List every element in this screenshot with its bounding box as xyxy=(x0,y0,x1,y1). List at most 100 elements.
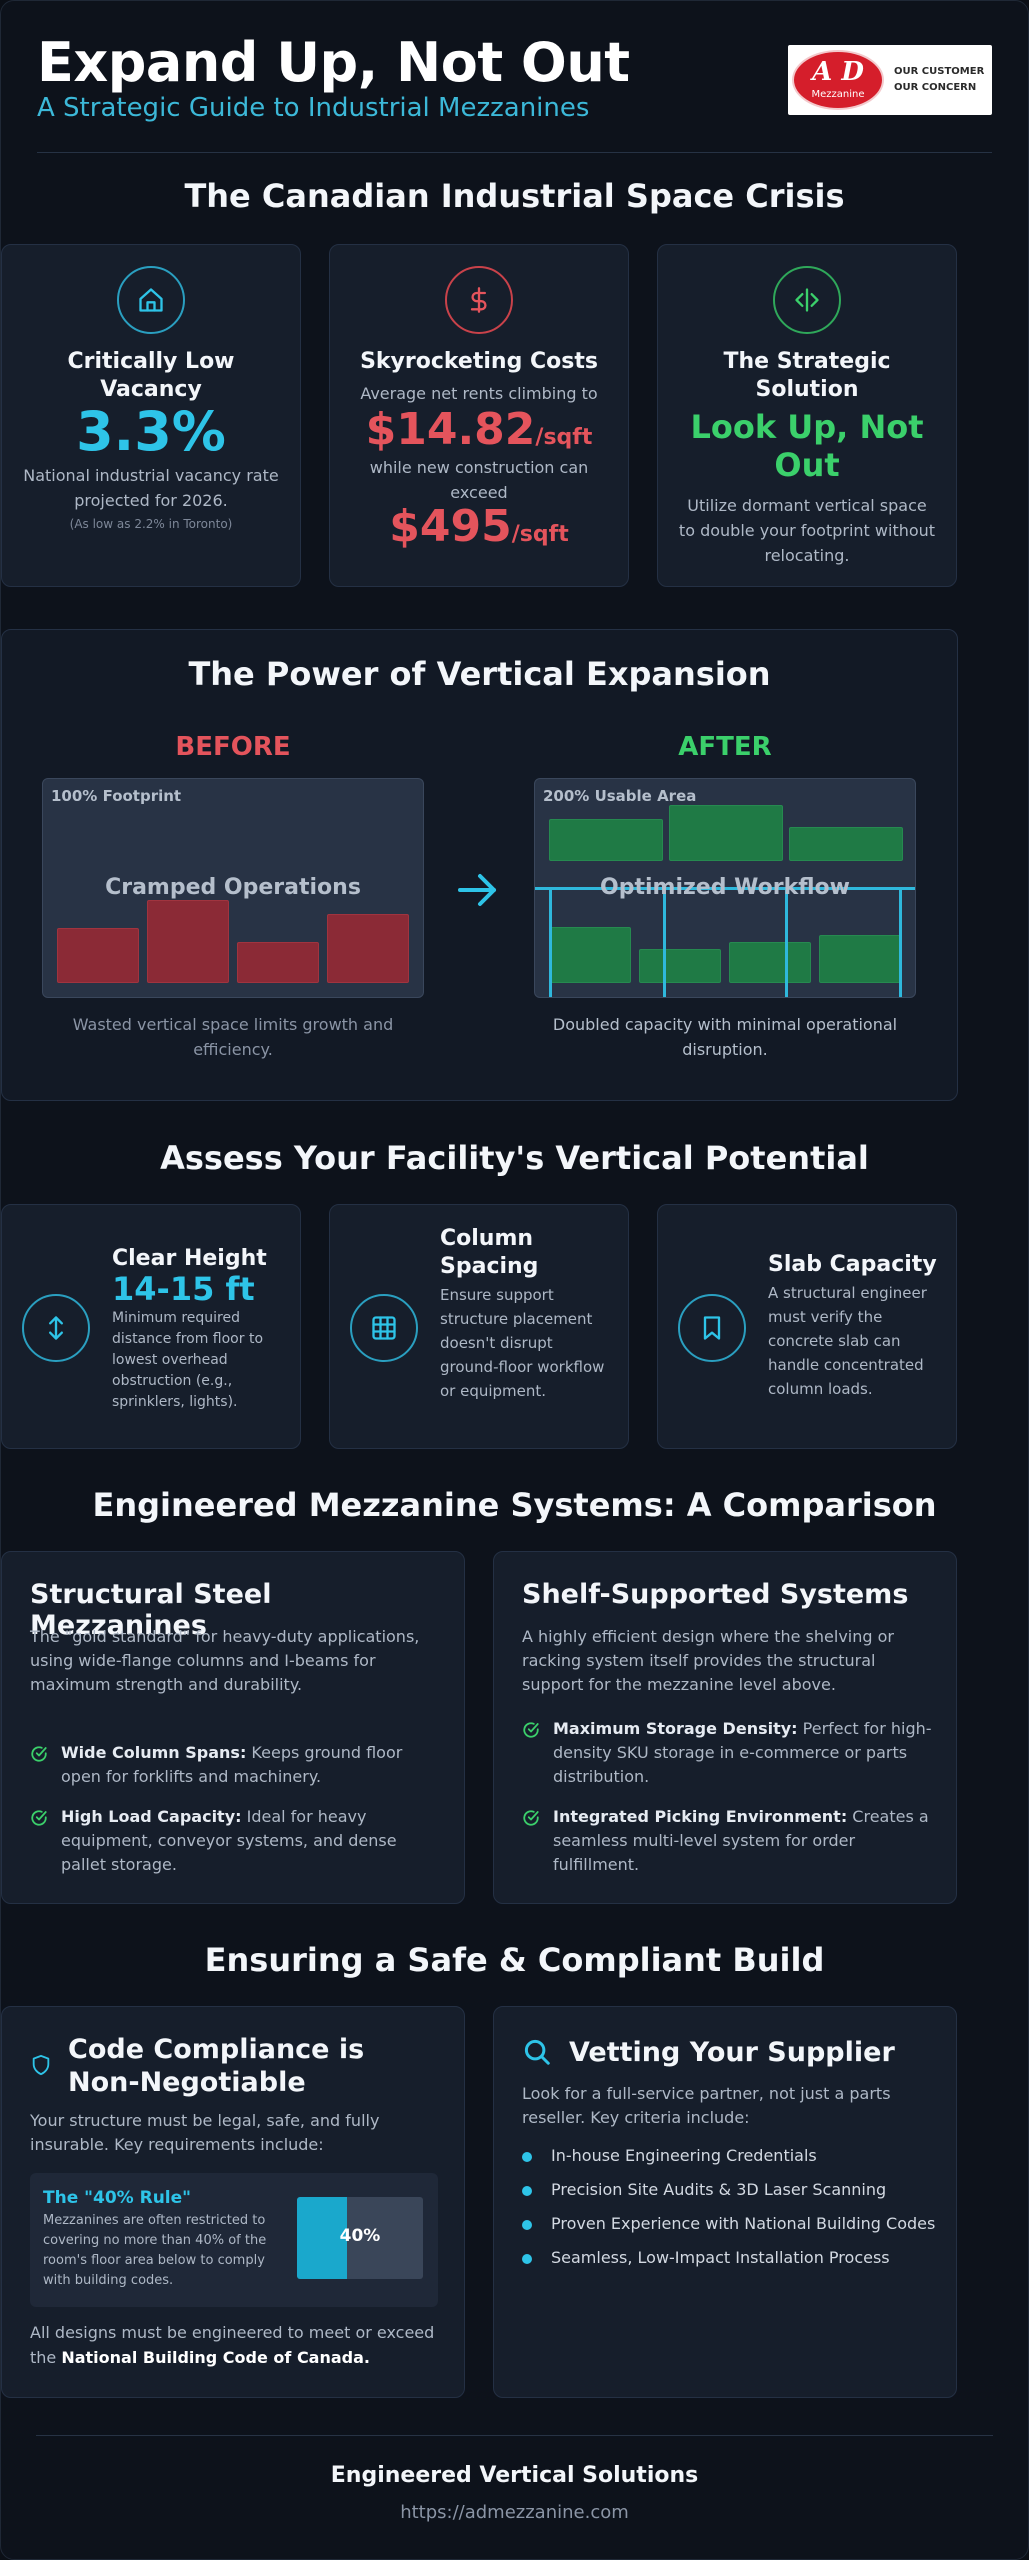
vacancy-value: 3.3% xyxy=(76,400,226,463)
home-icon xyxy=(117,266,185,334)
vacancy-title: Critically Low Vacancy xyxy=(67,349,235,402)
slab-capacity-title: Slab Capacity xyxy=(768,1252,937,1277)
column-spacing-desc: Ensure support structure placement doesn… xyxy=(440,1286,605,1400)
solution-title: The Strategic Solution xyxy=(723,349,891,402)
before-center-label: Cramped Operations xyxy=(105,875,361,900)
clear-height-title: Clear Height xyxy=(112,1246,267,1271)
coverage-bar: 40% xyxy=(297,2197,423,2279)
list-item-text: Precision Site Audits & 3D Laser Scannin… xyxy=(551,2180,887,2199)
list-item-text: Proven Experience with National Building… xyxy=(551,2214,936,2233)
slab-capacity-card: Slab Capacity A structural engineer must… xyxy=(657,1204,957,1449)
list-item: In-house Engineering Credentials xyxy=(522,2146,936,2165)
compliance-title: Code Compliance is Non-Negotiable xyxy=(68,2034,365,2098)
steel-desc: The "gold standard" for heavy-duty appli… xyxy=(30,1627,420,1694)
logo-oval: A D Mezzanine xyxy=(792,50,884,110)
code-compliance-card: Code Compliance is Non-Negotiable Your s… xyxy=(1,2006,465,2398)
coverage-bar-fill xyxy=(297,2197,348,2279)
comparison-section-title: Engineered Mezzanine Systems: A Comparis… xyxy=(92,1486,937,1524)
rent-price-value: $14.82 xyxy=(365,404,536,455)
shelf-desc: A highly efficient design where the shel… xyxy=(522,1627,894,1694)
rent-price: $14.82/sqft xyxy=(330,404,628,455)
rule-title: The "40% Rule" xyxy=(43,2188,192,2208)
assess-section-title: Assess Your Facility's Vertical Potentia… xyxy=(160,1139,869,1177)
logo-tagline-2: OUR CONCERN xyxy=(894,82,977,93)
after-tag: 200% Usable Area xyxy=(543,787,697,805)
vetting-desc: Look for a full-service partner, not jus… xyxy=(522,2084,891,2127)
costs-title: Skyrocketing Costs xyxy=(360,349,598,374)
check-circle-icon xyxy=(523,1722,539,1738)
clear-height-value: 14-15 ft xyxy=(112,1270,255,1308)
before-label: BEFORE xyxy=(175,732,291,762)
shelf-feature: Maximum Storage Density: Perfect for hig… xyxy=(522,1717,932,1789)
feature-title: Integrated Picking Environment: xyxy=(553,1807,848,1826)
feature-title: Wide Column Spans: xyxy=(61,1743,247,1762)
check-circle-icon xyxy=(31,1746,47,1762)
feature-text: Creates a seamless multi-level system fo… xyxy=(553,1807,929,1874)
feature-text: Keeps ground floor open for forklifts an… xyxy=(61,1743,403,1786)
storage-block xyxy=(57,928,139,983)
costs-line-2: while new construction can exceed xyxy=(369,458,589,502)
shelf-title: Shelf-Supported Systems xyxy=(522,1579,909,1610)
company-logo[interactable]: A D Mezzanine OUR CUSTOMER OUR CONCERN xyxy=(788,45,992,115)
construction-price-unit: /sqft xyxy=(511,522,569,547)
solution-headline: Look Up, Not Out xyxy=(690,408,924,484)
list-item-text: In-house Engineering Credentials xyxy=(551,2146,817,2165)
feature-text: Perfect for high-density SKU storage in … xyxy=(553,1719,932,1786)
clear-height-card: Clear Height 14-15 ft Minimum required d… xyxy=(1,1204,301,1449)
list-item-text: Seamless, Low-Impact Installation Proces… xyxy=(551,2248,890,2267)
construction-price-value: $495 xyxy=(389,501,512,552)
vacancy-note: (As low as 2.2% in Toronto) xyxy=(69,517,233,531)
page-subtitle: A Strategic Guide to Industrial Mezzanin… xyxy=(37,93,590,123)
feature-title: Maximum Storage Density: xyxy=(553,1719,798,1738)
shield-icon xyxy=(32,2054,50,2076)
construction-price: $495/sqft xyxy=(330,501,628,552)
grid-icon xyxy=(350,1294,418,1362)
storage-block xyxy=(327,914,409,983)
support-column xyxy=(549,887,552,997)
logo-tagline: OUR CUSTOMER OUR CONCERN xyxy=(894,64,984,96)
list-item: Seamless, Low-Impact Installation Proces… xyxy=(522,2248,936,2267)
bullet-icon xyxy=(522,2186,532,2196)
list-item: Proven Experience with National Building… xyxy=(522,2214,936,2233)
vetting-title: Vetting Your Supplier xyxy=(569,2037,895,2068)
vertical-section-title: The Power of Vertical Expansion xyxy=(188,655,771,693)
vacancy-desc: National industrial vacancy rate project… xyxy=(23,466,279,510)
check-circle-icon xyxy=(31,1810,47,1826)
forty-percent-rule: The "40% Rule" Mezzanines are often rest… xyxy=(30,2173,438,2307)
after-caption: Doubled capacity with minimal operationa… xyxy=(552,1015,898,1059)
lower-storage-block xyxy=(639,949,721,983)
solution-card: The Strategic Solution Look Up, Not Out … xyxy=(657,244,957,587)
vertical-arrows-icon xyxy=(22,1294,90,1362)
mezzanine-deck xyxy=(535,887,915,890)
support-column xyxy=(899,887,902,997)
footnote-bold: National Building Code of Canada. xyxy=(61,2348,370,2367)
coverage-label: 40% xyxy=(339,2226,381,2246)
costs-line-1: Average net rents climbing to xyxy=(360,384,598,403)
split-arrows-icon xyxy=(773,266,841,334)
upper-storage-block xyxy=(549,819,663,861)
logo-tagline-1: OUR CUSTOMER xyxy=(894,66,985,77)
lower-storage-block xyxy=(549,927,631,983)
support-column xyxy=(785,887,788,997)
before-diagram: 100% Footprint Cramped Operations xyxy=(42,778,424,998)
lower-storage-block xyxy=(729,942,811,983)
logo-sub: Mezzanine xyxy=(811,89,865,100)
bookmark-icon xyxy=(678,1294,746,1362)
dollar-icon xyxy=(445,266,513,334)
vacancy-card: Critically Low Vacancy 3.3% National ind… xyxy=(1,244,301,587)
search-icon xyxy=(524,2039,550,2065)
logo-mark: A D xyxy=(812,57,864,87)
steel-title: Structural Steel Mezzanines xyxy=(30,1579,272,1641)
shelf-feature: Integrated Picking Environment: Creates … xyxy=(522,1805,932,1877)
costs-card: Skyrocketing Costs Average net rents cli… xyxy=(329,244,629,587)
lower-storage-block xyxy=(819,935,901,983)
storage-block xyxy=(237,942,319,983)
bullet-icon xyxy=(522,2220,532,2230)
before-caption: Wasted vertical space limits growth and … xyxy=(72,1015,394,1059)
check-circle-icon xyxy=(523,1810,539,1826)
crisis-section-title: The Canadian Industrial Space Crisis xyxy=(184,177,845,215)
footer-link[interactable]: https://admezzanine.com xyxy=(400,2502,629,2523)
bullet-icon xyxy=(522,2152,532,2162)
footnote-text: All designs must be engineered to meet o… xyxy=(30,2323,435,2367)
